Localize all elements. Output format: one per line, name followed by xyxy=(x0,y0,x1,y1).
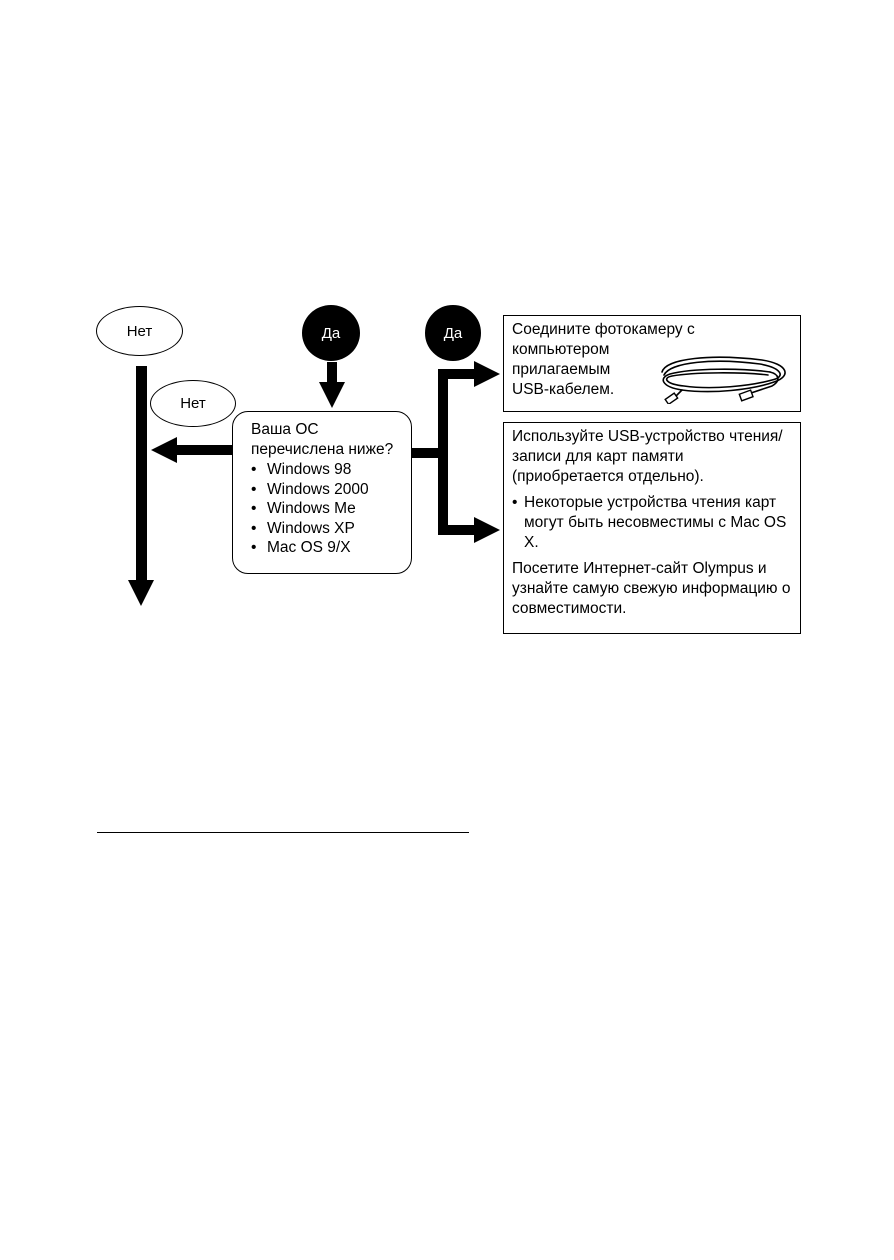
decision-question-line2: перечислена ниже? xyxy=(251,440,394,458)
result-usb-line4: USB-кабелем. xyxy=(512,381,615,398)
result-card-reader-box: Используйте USB-устройство чтения/ запис… xyxy=(503,422,801,634)
yes-oval-right: Да xyxy=(425,305,481,361)
result-reader-bullet: Некоторые устройства чтения карт могут б… xyxy=(512,493,792,553)
no-label-main: Нет xyxy=(126,322,153,340)
yes-label-right: Да xyxy=(443,324,463,342)
decision-box: Ваша ОС перечислена ниже? Windows 98 Win… xyxy=(232,411,412,574)
result-usb-cable-box: Соедините фотокамеру с компьютером прила… xyxy=(503,315,801,412)
result-reader-para2: Посетите Интернет-сайт Olympus и узнайте… xyxy=(512,560,791,617)
no-oval-decision: Нет xyxy=(150,380,236,427)
os-list-item: Windows XP xyxy=(251,519,401,539)
footnote-divider xyxy=(97,832,469,833)
yes-label-top: Да xyxy=(321,324,341,342)
os-list-item: Mac OS 9/X xyxy=(251,538,401,558)
os-list-item: Windows Me xyxy=(251,499,401,519)
result-usb-line3: прилагаемым xyxy=(512,361,611,378)
no-label-decision: Нет xyxy=(180,395,206,412)
os-list-item: Windows 2000 xyxy=(251,480,401,500)
result-usb-line1: Соедините фотокамеру с xyxy=(512,321,695,338)
decision-question-line1: Ваша ОС xyxy=(251,421,319,438)
yes-oval-top: Да xyxy=(302,305,360,361)
no-oval-main: Нет xyxy=(96,306,183,356)
result-usb-line2: компьютером xyxy=(512,341,610,358)
result-reader-para1: Используйте USB-устройство чтения/ запис… xyxy=(512,428,783,485)
usb-cable-icon xyxy=(661,356,786,404)
os-list: Windows 98 Windows 2000 Windows Me Windo… xyxy=(251,460,401,558)
os-list-item: Windows 98 xyxy=(251,460,401,480)
